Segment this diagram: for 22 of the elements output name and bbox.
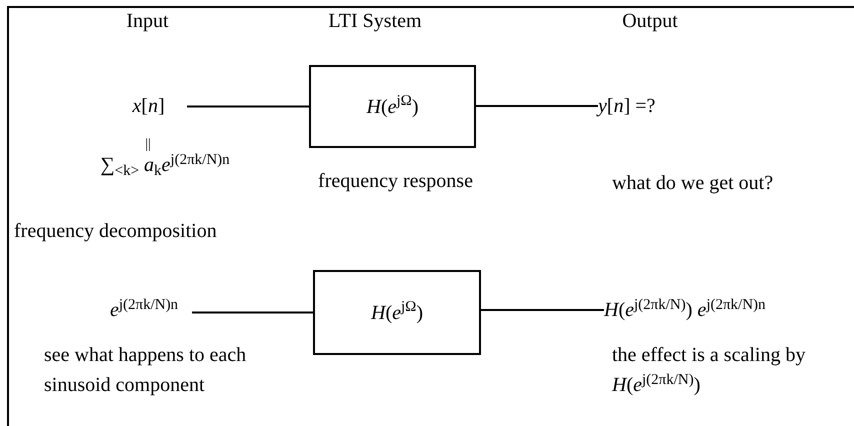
caption-text: frequency response [317,169,474,194]
connector-line [192,312,313,314]
connector-line [187,106,309,108]
column-heading: Output [621,9,679,34]
transfer-function-text: H(e$^{jΩ}$) [370,298,423,326]
signal-text: e$^{j(2πk/N)n}$ [96,292,192,328]
caption-text: the effect is a scaling by H(e$^{j(2πk/N)}$) [612,343,806,398]
caption-text: what do we get out? [612,171,774,196]
caption-text: frequency decomposition [14,219,218,244]
connector-line [481,309,604,311]
signal-text: H(e$^{j(2πk/N)}$) e$^{j(2πk/N)n}$ [604,292,850,328]
system-box [313,270,481,355]
caption-text: see what happens to each sinusoid component [44,343,248,398]
connector-line [476,105,598,107]
column-heading: Input [125,9,170,34]
fourier-sum: ∑$_{<k>}$ a$_{k}$e$^{j(2πk/N)n}$ [99,151,231,180]
system-box [309,65,476,148]
transfer-function-text: H(e$^{jΩ}$) [366,92,418,120]
equals-sign: || [144,136,152,154]
column-heading: LTI System [327,9,423,34]
signal-text: y[n] =? [598,88,708,124]
signal-text: x[n] [110,88,187,124]
